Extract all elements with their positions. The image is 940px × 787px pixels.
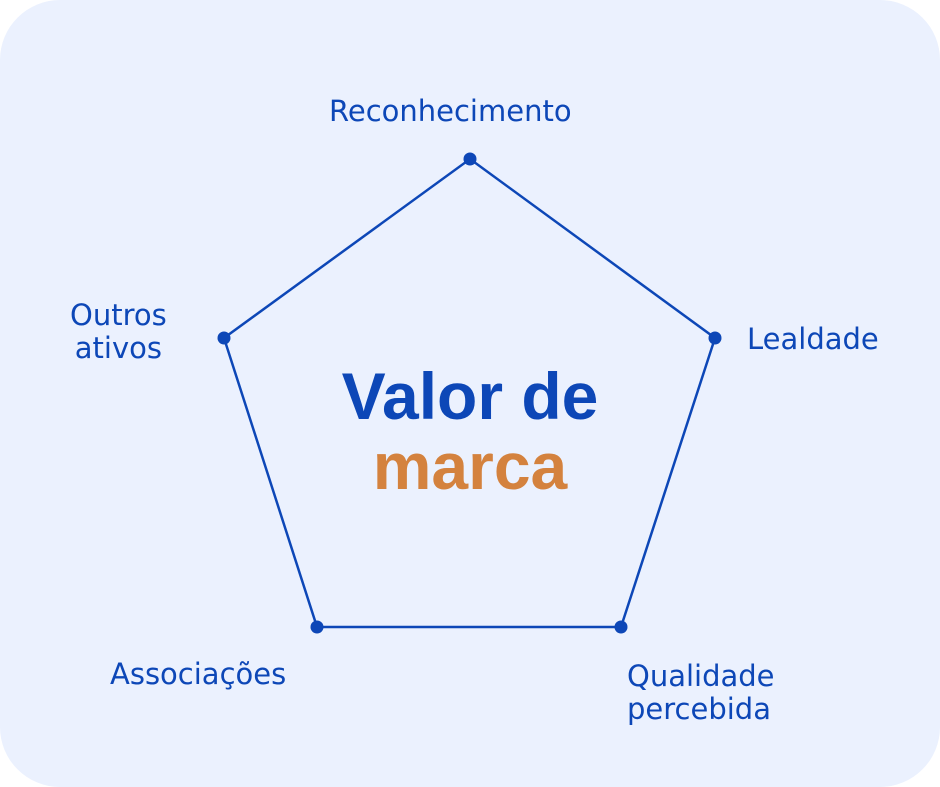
node-dot-reconhecimento [463, 152, 477, 166]
node-dot-associacoes [310, 620, 324, 634]
center-title-line1: Valor de [341, 359, 599, 433]
node-dot-outros [217, 331, 231, 345]
node-label-qualidade-line2: percebida [627, 692, 771, 726]
node-label-outros: Outros ativos [70, 299, 167, 365]
node-dot-lealdade [708, 331, 722, 345]
pentagon-outline [222, 157, 717, 629]
node-label-associacoes: Associações [110, 657, 287, 691]
node-dot-qualidade [614, 620, 628, 634]
node-label-outros-line1: Outros [70, 298, 167, 332]
node-label-reconhecimento: Reconhecimento [329, 94, 572, 128]
node-label-outros-line2: ativos [74, 331, 162, 365]
node-label-qualidade-line1: Qualidade [627, 659, 775, 693]
center-title-line2: marca [372, 429, 568, 503]
node-label-lealdade: Lealdade [747, 322, 879, 356]
node-label-qualidade: Qualidade percebida [627, 660, 775, 726]
